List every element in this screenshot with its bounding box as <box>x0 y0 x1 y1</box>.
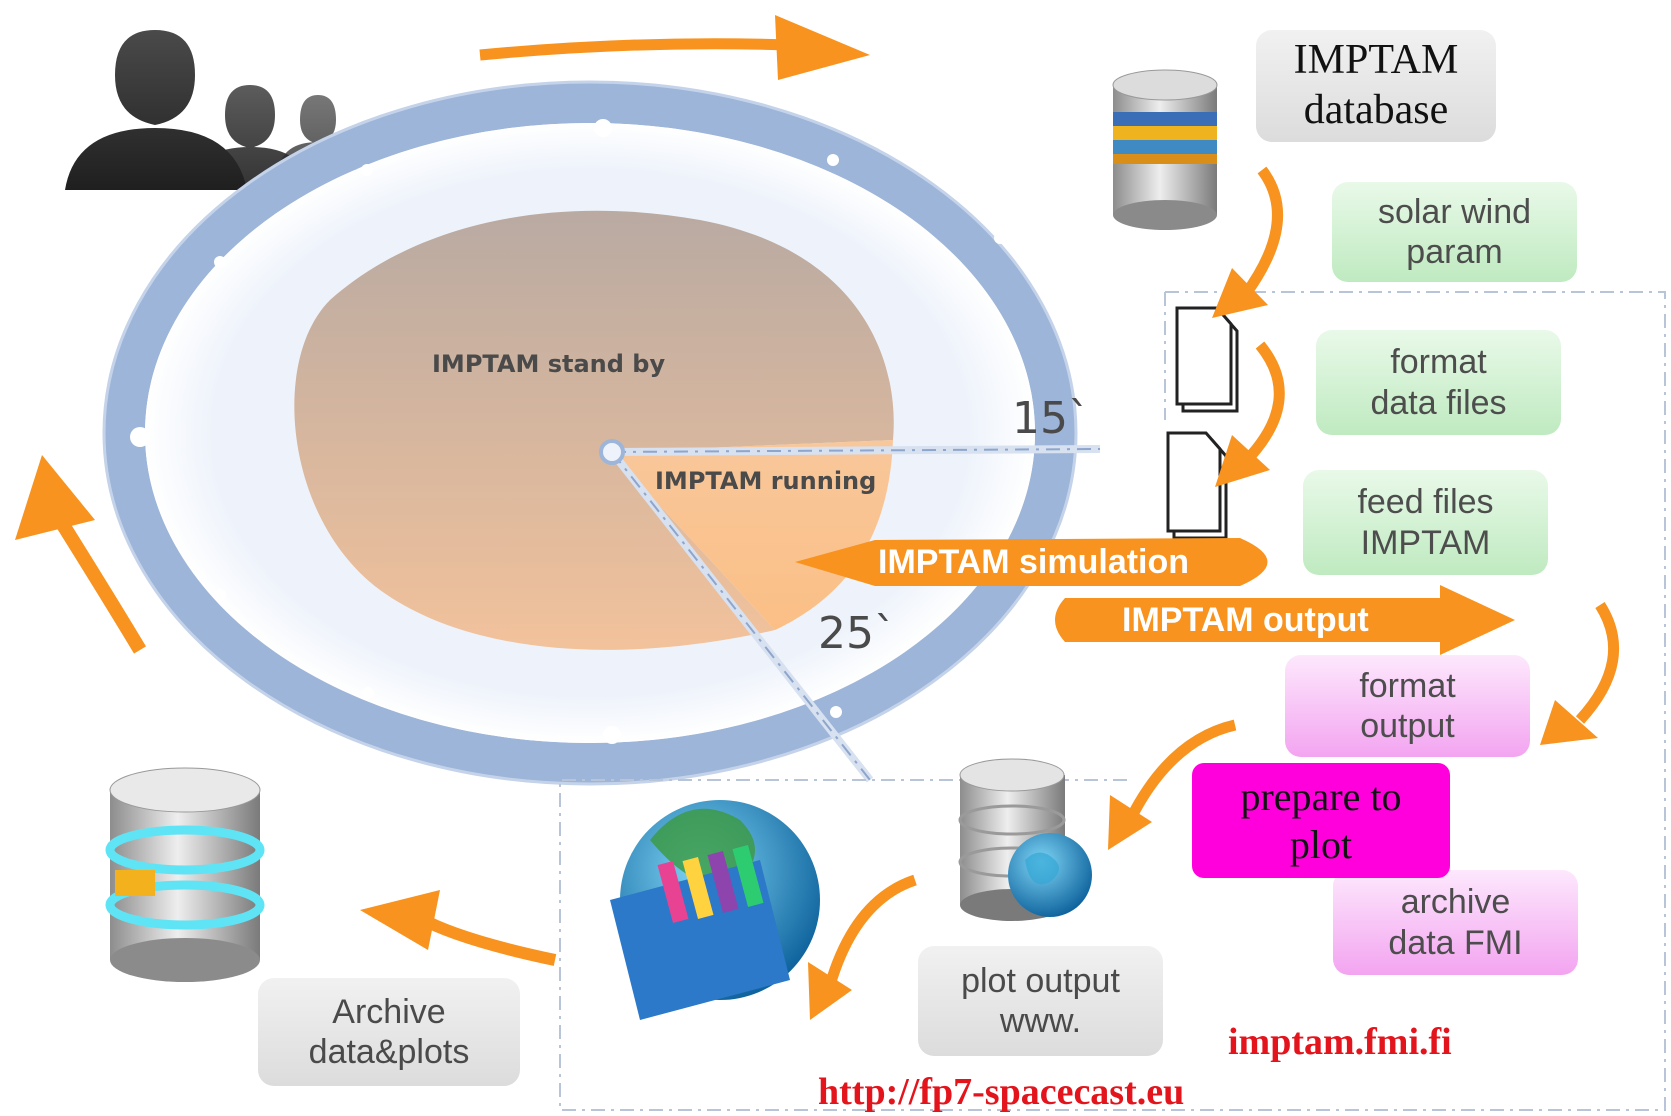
prepare-arrow-head <box>1108 795 1152 850</box>
format-data-files-label: format data files <box>1316 330 1561 435</box>
imptam-database-label: IMPTAM database <box>1256 30 1496 142</box>
web-arrow-head <box>808 962 852 1020</box>
output-banner-label: IMPTAM output <box>1122 601 1369 639</box>
document-icon <box>1175 306 1239 413</box>
simulation-banner <box>795 538 1268 586</box>
output-down-arrow <box>1575 602 1620 724</box>
archive-data-plots-label: Archive data&plots <box>258 978 520 1086</box>
flow-arrows <box>15 15 1620 1020</box>
left-arrow-head <box>15 455 95 540</box>
cycle-clock <box>102 80 1118 786</box>
ring-dots <box>130 119 1118 744</box>
prepare-arrow <box>1125 719 1237 823</box>
document-icon <box>1166 431 1228 540</box>
project-link[interactable]: http://fp7-spacecast.eu <box>818 1071 1185 1113</box>
web-arrow <box>824 874 917 987</box>
standby-label: IMPTAM stand by <box>432 350 666 378</box>
format-output-label: format output <box>1285 655 1530 757</box>
plot-output-label: plot output www. <box>918 946 1163 1056</box>
archive-server-icon <box>105 767 265 982</box>
standby-wedge <box>294 210 894 650</box>
archive-data-fmi-label: archive data FMI <box>1333 870 1578 975</box>
process-frame <box>559 291 1666 1111</box>
doc-arrow-head <box>1215 435 1270 487</box>
feed-files-label: feed files IMPTAM <box>1303 470 1548 575</box>
top-arrow-head <box>775 15 870 80</box>
minutes-15-label: 15` <box>1012 393 1090 444</box>
doc-arrow <box>1241 341 1285 466</box>
running-label: IMPTAM running <box>655 467 877 495</box>
left-arrow <box>54 516 147 654</box>
file-cabinet-icon <box>610 800 820 1020</box>
simulation-banner-label: IMPTAM simulation <box>878 543 1190 581</box>
database-icon <box>1112 69 1218 230</box>
minutes-25-label: 25` <box>818 608 896 659</box>
web-database-icon <box>958 758 1092 921</box>
archive-arrow <box>417 912 557 966</box>
output-banner <box>1055 585 1515 655</box>
running-wedge <box>610 440 893 630</box>
site-link[interactable]: imptam.fmi.fi <box>1228 1021 1452 1063</box>
db-down-arrow <box>1240 166 1283 299</box>
archive-arrow-head <box>360 890 440 950</box>
prepare-to-plot-label: prepare to plot <box>1192 763 1450 878</box>
output-down-arrow-head <box>1540 700 1598 745</box>
solar-wind-param-label: solar wind param <box>1332 182 1577 282</box>
db-down-arrow-head <box>1212 268 1268 318</box>
top-arrow <box>479 38 791 61</box>
